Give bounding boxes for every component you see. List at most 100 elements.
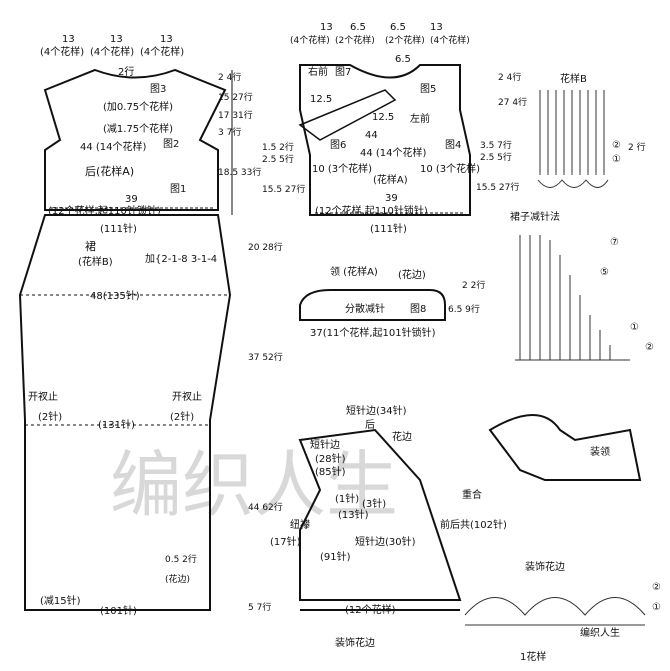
- collar-decrease: 分散减针: [345, 302, 385, 315]
- watermark: 编织人生: [110, 443, 398, 527]
- back-fig3: 图3: [150, 83, 166, 95]
- asm-s13: (13针): [338, 508, 369, 521]
- back-neck-rows: 2行: [118, 65, 134, 78]
- back-title: 后(花样A): [85, 164, 134, 178]
- skirt-edge: (花边): [165, 573, 190, 585]
- asm-s28: (28针): [315, 452, 346, 465]
- back-waist-count: (12个花样,起110针锁针): [48, 204, 161, 217]
- skirt-edge-rows: 0.5 2行: [165, 553, 197, 565]
- front-count-2: (2个花样): [335, 34, 375, 46]
- asm-s3: (3针): [362, 497, 386, 510]
- front-labels: 13 6.5 6.5 13 (4个花样) (2个花样) (2个花样) (4个花样…: [290, 22, 527, 235]
- back-dim-1: 13: [62, 34, 75, 45]
- asm-s85: (85针): [315, 465, 346, 478]
- front-rrow-2: 27 4行: [498, 96, 527, 108]
- skirt-pattern: (花样B): [78, 255, 113, 268]
- collar-height: 6.5 9行: [448, 303, 480, 315]
- sample-b: 花样B ② ① 2 行: [537, 72, 646, 188]
- left-row-2: 15 27行: [218, 91, 253, 103]
- front-w44: 44: [365, 130, 378, 141]
- front-d12b: 12.5: [372, 112, 394, 123]
- front-pattern: (花样A): [373, 173, 408, 186]
- decorative-edge-chart: 装饰花边 ② ① 1花样: [464, 560, 661, 663]
- back-fig2: 图2: [163, 138, 179, 150]
- front-rrow-5: 15.5 27行: [476, 181, 519, 193]
- collar-rows: 2 2行: [462, 279, 485, 291]
- collar-fig8: 图8: [410, 303, 426, 315]
- front-bust: 44 (14个花样): [360, 146, 427, 159]
- left-row-7: 18.5 33行: [218, 166, 261, 178]
- skirt-dec-2: ②: [645, 342, 654, 353]
- skirt-dec-1: ①: [630, 322, 639, 333]
- sample-b-rows: 2 行: [628, 141, 646, 153]
- sample-b-r2: ②: [612, 140, 621, 151]
- front-bodice: [298, 64, 471, 216]
- front-d65: 6.5: [395, 54, 411, 65]
- left-row-1: 2 4行: [218, 71, 241, 83]
- skirt-width: 48(135针): [90, 289, 140, 302]
- sample-b-r1: ①: [612, 154, 621, 165]
- asm-s1: (1针): [335, 492, 359, 505]
- back-count-2: (4个花样): [90, 45, 134, 58]
- skirt-bottom: (101针): [100, 604, 137, 617]
- asm-collar-on: 装领: [590, 445, 610, 458]
- front-waist-stitches: (111针): [370, 222, 407, 235]
- skirt-dec-title: 裙子减针法: [510, 210, 560, 223]
- left-row-measures: 2 4行 15 27行 17 31行 3 7行 1.5 2行 2.5 5行 18…: [218, 70, 305, 215]
- back-waist-width: 39: [125, 194, 138, 205]
- asm-s17: (17针): [270, 535, 301, 548]
- skirt-mid: (131针): [98, 418, 135, 431]
- asm-sedge2: 短针边: [310, 438, 340, 451]
- asm-front-back: 前后共(102针): [440, 518, 507, 531]
- front-waist-width: 39: [385, 193, 398, 204]
- left-row-4: 3 7行: [218, 126, 241, 138]
- front-side-right: 10 (3个花样): [420, 162, 480, 175]
- back-count-1: (4个花样): [40, 45, 84, 58]
- skirt-title: 裙: [85, 240, 96, 253]
- footer-brand: 编织人生: [580, 626, 620, 639]
- front-side-left: 10 (3个花样): [312, 162, 372, 175]
- front-right: 右前: [308, 65, 328, 78]
- left-row-5: 1.5 2行: [262, 141, 294, 153]
- back-labels: 13 13 13 (4个花样) (4个花样) (4个花样) 2行 图3 (加0.…: [40, 34, 186, 235]
- assembly-diagram: 短针边(34针) 后 花边 短针边 (28针) (85针) (1针) (3针) …: [270, 404, 642, 649]
- skirt-labels: 裙 (花样B) 加{2-1-8 3-1-4 48(135针) 20 28行 37…: [28, 240, 283, 617]
- front-dim-1: 13: [320, 22, 333, 33]
- front-fig5: 图5: [420, 83, 436, 95]
- skirt-rows-b: 37 52行: [248, 351, 283, 363]
- skirt-rows-d: 5 7行: [248, 601, 271, 613]
- front-rrow-3: 3.5 7行: [480, 139, 512, 151]
- front-rrow-4: 2.5 5行: [480, 151, 512, 163]
- skirt-dec-5: ⑤: [600, 267, 609, 278]
- deco-title: 装饰花边: [525, 560, 565, 573]
- skirt-decrease-chart: 裙子减针法 ⑦ ⑤ ① ②: [510, 210, 654, 361]
- skirt-increase: 加{2-1-8 3-1-4: [145, 253, 217, 265]
- sample-b-title: 花样B: [560, 72, 587, 85]
- front-fig4: 图4: [445, 139, 461, 151]
- front-dim-2: 6.5: [350, 22, 366, 33]
- front-dim-3: 6.5: [390, 22, 406, 33]
- asm-button: 纽襻: [290, 518, 310, 531]
- back-fig1: 图1: [170, 183, 186, 195]
- asm-sedge3: 短针边(30针): [355, 535, 416, 548]
- collar-edge: (花边): [398, 268, 426, 281]
- back-dim-3: 13: [160, 34, 173, 45]
- front-left: 左前: [410, 112, 430, 125]
- left-row-6: 2.5 5行: [262, 153, 294, 165]
- back-count-3: (4个花样): [140, 45, 184, 58]
- deco-r1: ①: [652, 602, 661, 613]
- asm-edge: 花边: [392, 430, 412, 443]
- back-dim-2: 13: [110, 34, 123, 45]
- back-bust: 44 (14个花样): [80, 140, 147, 153]
- slit-st-left: (2针): [38, 410, 62, 423]
- front-dim-4: 13: [430, 22, 443, 33]
- left-row-3: 17 31行: [218, 109, 253, 121]
- skirt-rows-c: 44 62行: [248, 501, 283, 513]
- back-decrease: (减1.75个花样): [103, 122, 173, 135]
- asm-short-edge: 短针边(34针): [346, 404, 407, 417]
- front-count-3: (2个花样): [385, 34, 425, 46]
- skirt-rows-a: 20 28行: [248, 241, 283, 253]
- slit-st-right: (2针): [170, 410, 194, 423]
- front-fig6: 图6: [330, 139, 346, 151]
